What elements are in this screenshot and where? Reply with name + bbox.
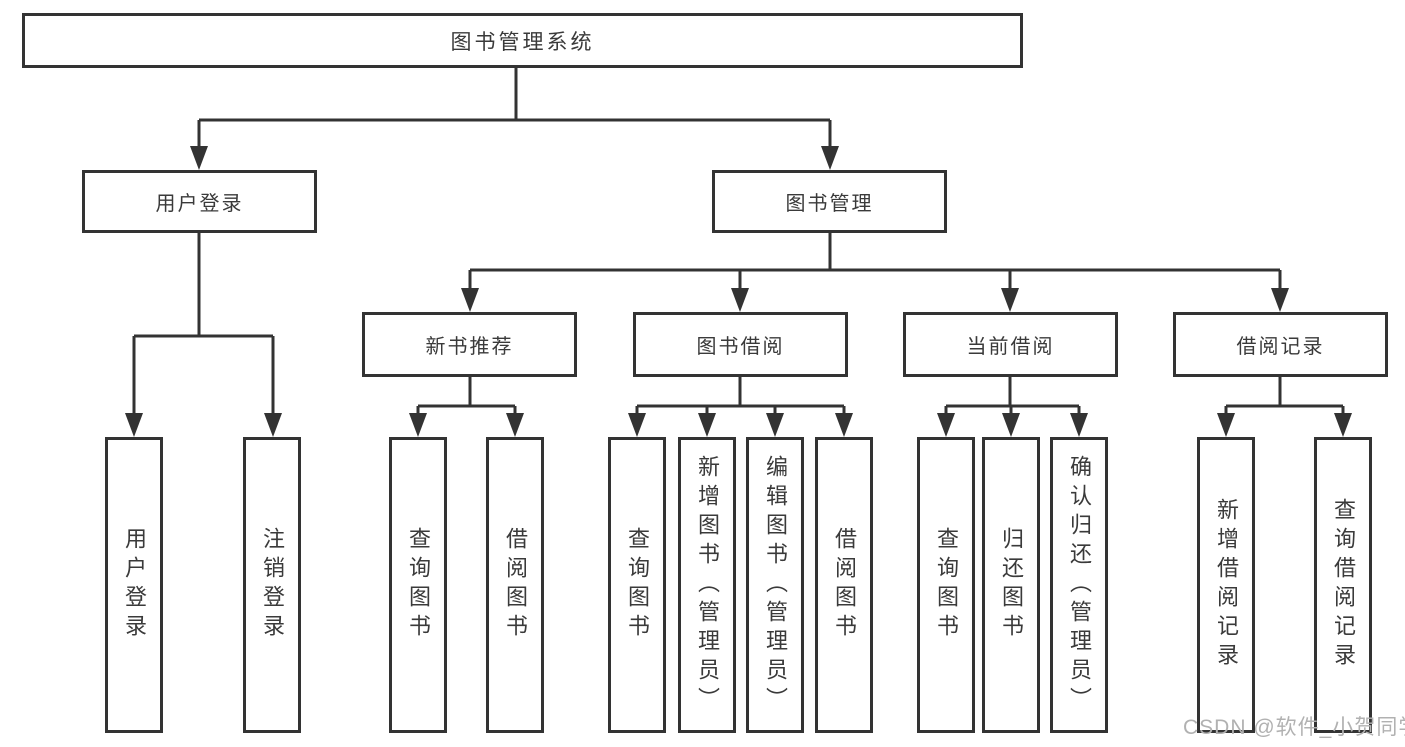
node-system-root: 图书管理系统	[22, 13, 1023, 68]
node-book-borrowing: 图书借阅	[633, 312, 848, 377]
node-leaf-borrowing-query-books: 查询图书	[608, 437, 666, 733]
node-leaf-borrowing-borrow-books: 借阅图书	[815, 437, 873, 733]
node-new-book-recommendation: 新书推荐	[362, 312, 577, 377]
node-borrowing-records: 借阅记录	[1173, 312, 1388, 377]
node-leaf-user-login: 用户登录	[105, 437, 163, 733]
node-user-login-module: 用户登录	[82, 170, 317, 233]
node-leaf-recommend-borrow-books: 借阅图书	[486, 437, 544, 733]
node-leaf-current-query-books: 查询图书	[917, 437, 975, 733]
arrowheads	[125, 146, 1352, 437]
node-leaf-logout: 注销登录	[243, 437, 301, 733]
node-book-management-module: 图书管理	[712, 170, 947, 233]
node-current-borrowing: 当前借阅	[903, 312, 1118, 377]
node-leaf-borrowing-edit-books-admin: 编辑图书（管理员）	[746, 437, 804, 733]
node-leaf-borrowing-add-books-admin: 新增图书（管理员）	[678, 437, 736, 733]
csdn-watermark: CSDN @软件_小贺同学	[1183, 716, 1405, 739]
node-leaf-recommend-query-books: 查询图书	[389, 437, 447, 733]
node-leaf-current-return-books: 归还图书	[982, 437, 1040, 733]
node-leaf-current-confirm-return-admin: 确认归还（管理员）	[1050, 437, 1108, 733]
node-leaf-records-query-record: 查询借阅记录	[1314, 437, 1372, 733]
node-leaf-records-add-record: 新增借阅记录	[1197, 437, 1255, 733]
